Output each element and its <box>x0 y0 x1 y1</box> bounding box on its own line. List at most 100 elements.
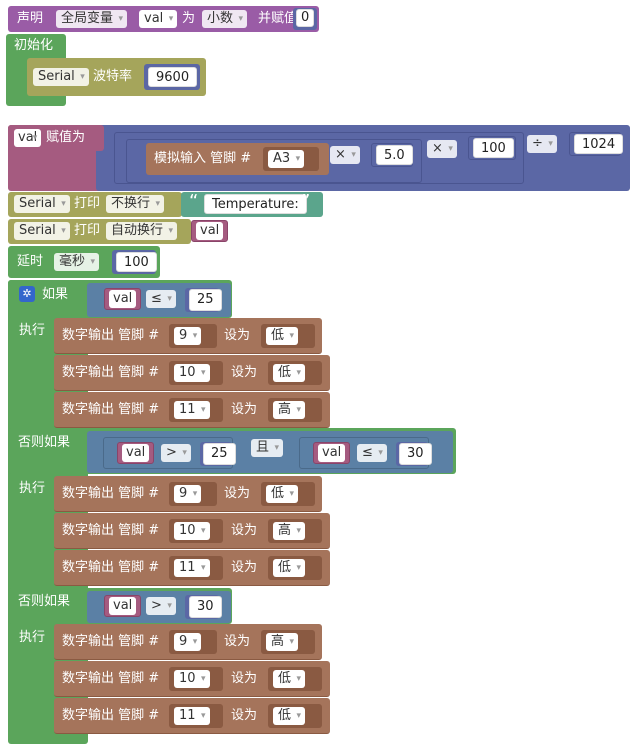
cond2a-num[interactable]: 25 <box>203 443 236 465</box>
num-1024-field[interactable]: 1024 <box>574 134 624 154</box>
dw-pin-dropdown[interactable]: 11 <box>174 401 210 419</box>
type-dropdown[interactable]: 小数 <box>202 10 248 28</box>
digital-write-label: 数字输出 管脚 # <box>62 708 160 723</box>
cond3-var-label: val <box>109 597 137 615</box>
digital-write-label: 数字输出 管脚 # <box>62 486 160 501</box>
num-100-field[interactable]: 100 <box>473 138 514 158</box>
as-label: 为 <box>182 11 196 26</box>
digital-write-label: 数字输出 管脚 # <box>62 365 160 380</box>
gear-icon[interactable]: ✲ <box>19 286 35 302</box>
assign-var[interactable]: val <box>14 129 42 147</box>
dw-pin-socket: 10 <box>169 361 223 385</box>
digital-write-block[interactable]: 数字输出 管脚 # 11 设为 低 <box>54 550 330 586</box>
cond2a-var[interactable]: val <box>117 442 155 464</box>
set-label: 设为 <box>231 560 258 575</box>
digital-write-block[interactable]: 数字输出 管脚 # 10 设为 高 <box>54 513 330 549</box>
serial-dropdown-2[interactable]: Serial <box>14 222 70 240</box>
digital-write-block[interactable]: 数字输出 管脚 # 9 设为 低 <box>54 318 322 354</box>
newline-dropdown-2[interactable]: 自动换行 <box>106 222 178 240</box>
dw-level-dropdown[interactable]: 低 <box>266 327 299 345</box>
text-block[interactable]: “ Temperature: ” <box>181 192 323 217</box>
dw-level-socket: 高 <box>261 630 315 654</box>
text-field[interactable]: Temperature: <box>204 194 307 214</box>
declare-block[interactable]: 声明 全局变量 val 为 小数 并赋值 0 <box>8 6 319 32</box>
cond3-num[interactable]: 30 <box>189 596 222 618</box>
var-name-dropdown[interactable]: val <box>139 10 178 28</box>
cond1-num[interactable]: 25 <box>189 289 222 311</box>
serial-dropdown-1[interactable]: Serial <box>14 195 70 213</box>
and-dropdown[interactable]: 且 <box>251 439 284 457</box>
elseif-label-1: 否则如果 <box>18 435 71 450</box>
cond1-var[interactable]: val <box>104 288 142 310</box>
dw-level-socket: 高 <box>268 398 322 422</box>
digital-write-block[interactable]: 数字输出 管脚 # 11 设为 高 <box>54 392 330 428</box>
baud-field[interactable]: 9600 <box>148 67 198 87</box>
digital-write-block[interactable]: 数字输出 管脚 # 11 设为 低 <box>54 698 330 734</box>
cond2a-num-block: 25 <box>200 442 236 466</box>
print-block-2[interactable]: Serial 打印 自动换行 <box>8 219 191 244</box>
cond2b-var[interactable]: val <box>313 442 351 464</box>
print-label-2: 打印 <box>74 223 101 238</box>
dw-level-dropdown[interactable]: 高 <box>273 401 306 419</box>
num-5-field[interactable]: 5.0 <box>376 145 413 165</box>
dw-level-dropdown[interactable]: 低 <box>273 364 306 382</box>
dw-pin-socket: 9 <box>169 482 217 506</box>
div-op[interactable]: ÷ <box>527 135 557 153</box>
dw-level-dropdown[interactable]: 低 <box>273 559 306 577</box>
value-block[interactable]: 0 <box>293 8 317 30</box>
mul-op-2[interactable]: × <box>427 140 457 158</box>
dw-pin-dropdown[interactable]: 10 <box>174 522 210 540</box>
cond3-block[interactable]: val > 30 <box>87 591 231 623</box>
dw-level-dropdown[interactable]: 低 <box>273 670 306 688</box>
dw-pin-dropdown[interactable]: 9 <box>174 485 202 503</box>
digital-write-block[interactable]: 数字输出 管脚 # 10 设为 低 <box>54 355 330 391</box>
dw-pin-dropdown[interactable]: 10 <box>174 670 210 688</box>
dw-level-dropdown[interactable]: 高 <box>273 522 306 540</box>
serial-begin-block[interactable]: Serial 波特率 9600 <box>27 58 206 96</box>
newline-dropdown-1[interactable]: 不换行 <box>106 195 165 213</box>
cond3-op[interactable]: > <box>146 597 176 615</box>
digital-write-block[interactable]: 数字输出 管脚 # 9 设为 低 <box>54 476 322 512</box>
cond2b-op[interactable]: ≤ <box>357 444 387 462</box>
cond2a-block[interactable]: val > 25 <box>103 437 236 469</box>
delay-block[interactable]: 延时 毫秒 100 <box>8 246 160 278</box>
dw-pin-dropdown[interactable]: 11 <box>174 707 210 725</box>
cond2b-block[interactable]: val ≤ 30 <box>299 437 432 469</box>
baud-block: 9600 <box>144 64 200 90</box>
set-label: 设为 <box>224 486 251 501</box>
assign-label: 赋值为 <box>46 130 86 145</box>
serial-dropdown[interactable]: Serial <box>33 68 89 86</box>
delay-value-field[interactable]: 100 <box>116 252 157 272</box>
declare-value-field[interactable]: 0 <box>296 9 315 27</box>
dw-pin-dropdown[interactable]: 11 <box>174 559 210 577</box>
cond1-block[interactable]: val ≤ 25 <box>87 283 231 317</box>
if-label: 如果 <box>42 287 69 302</box>
print-var-block[interactable]: val <box>191 220 229 242</box>
analog-read-block[interactable]: 模拟输入 管脚 # A3 <box>146 143 329 175</box>
mul-op-1[interactable]: × <box>330 146 360 164</box>
cond1-op[interactable]: ≤ <box>146 290 176 308</box>
dw-pin-dropdown[interactable]: 10 <box>174 364 210 382</box>
digital-write-block[interactable]: 数字输出 管脚 # 10 设为 低 <box>54 661 330 697</box>
pin-dropdown[interactable]: A3 <box>268 150 305 168</box>
delay-unit-dropdown[interactable]: 毫秒 <box>54 253 100 271</box>
scope-dropdown[interactable]: 全局变量 <box>56 10 128 28</box>
dw-pin-socket: 11 <box>169 398 223 422</box>
dw-pin-dropdown[interactable]: 9 <box>174 327 202 345</box>
cond3-var[interactable]: val <box>104 595 142 617</box>
cond2a-op[interactable]: > <box>161 444 191 462</box>
dw-pin-dropdown[interactable]: 9 <box>174 633 202 651</box>
dw-level-dropdown[interactable]: 低 <box>273 707 306 725</box>
num-1024-block: 1024 <box>569 132 624 156</box>
cond2b-num[interactable]: 30 <box>399 443 432 465</box>
dw-level-socket: 低 <box>268 704 322 728</box>
init-label: 初始化 <box>14 38 54 53</box>
dw-level-socket: 低 <box>268 361 322 385</box>
print-block-1[interactable]: Serial 打印 不换行 <box>8 192 182 217</box>
digital-write-block[interactable]: 数字输出 管脚 # 9 设为 高 <box>54 624 322 660</box>
cond2-block[interactable]: val > 25 且 val ≤ 30 <box>87 431 453 473</box>
dw-level-dropdown[interactable]: 高 <box>266 633 299 651</box>
set-label: 设为 <box>231 708 258 723</box>
assign-label: 并赋值 <box>258 11 298 26</box>
dw-level-dropdown[interactable]: 低 <box>266 485 299 503</box>
